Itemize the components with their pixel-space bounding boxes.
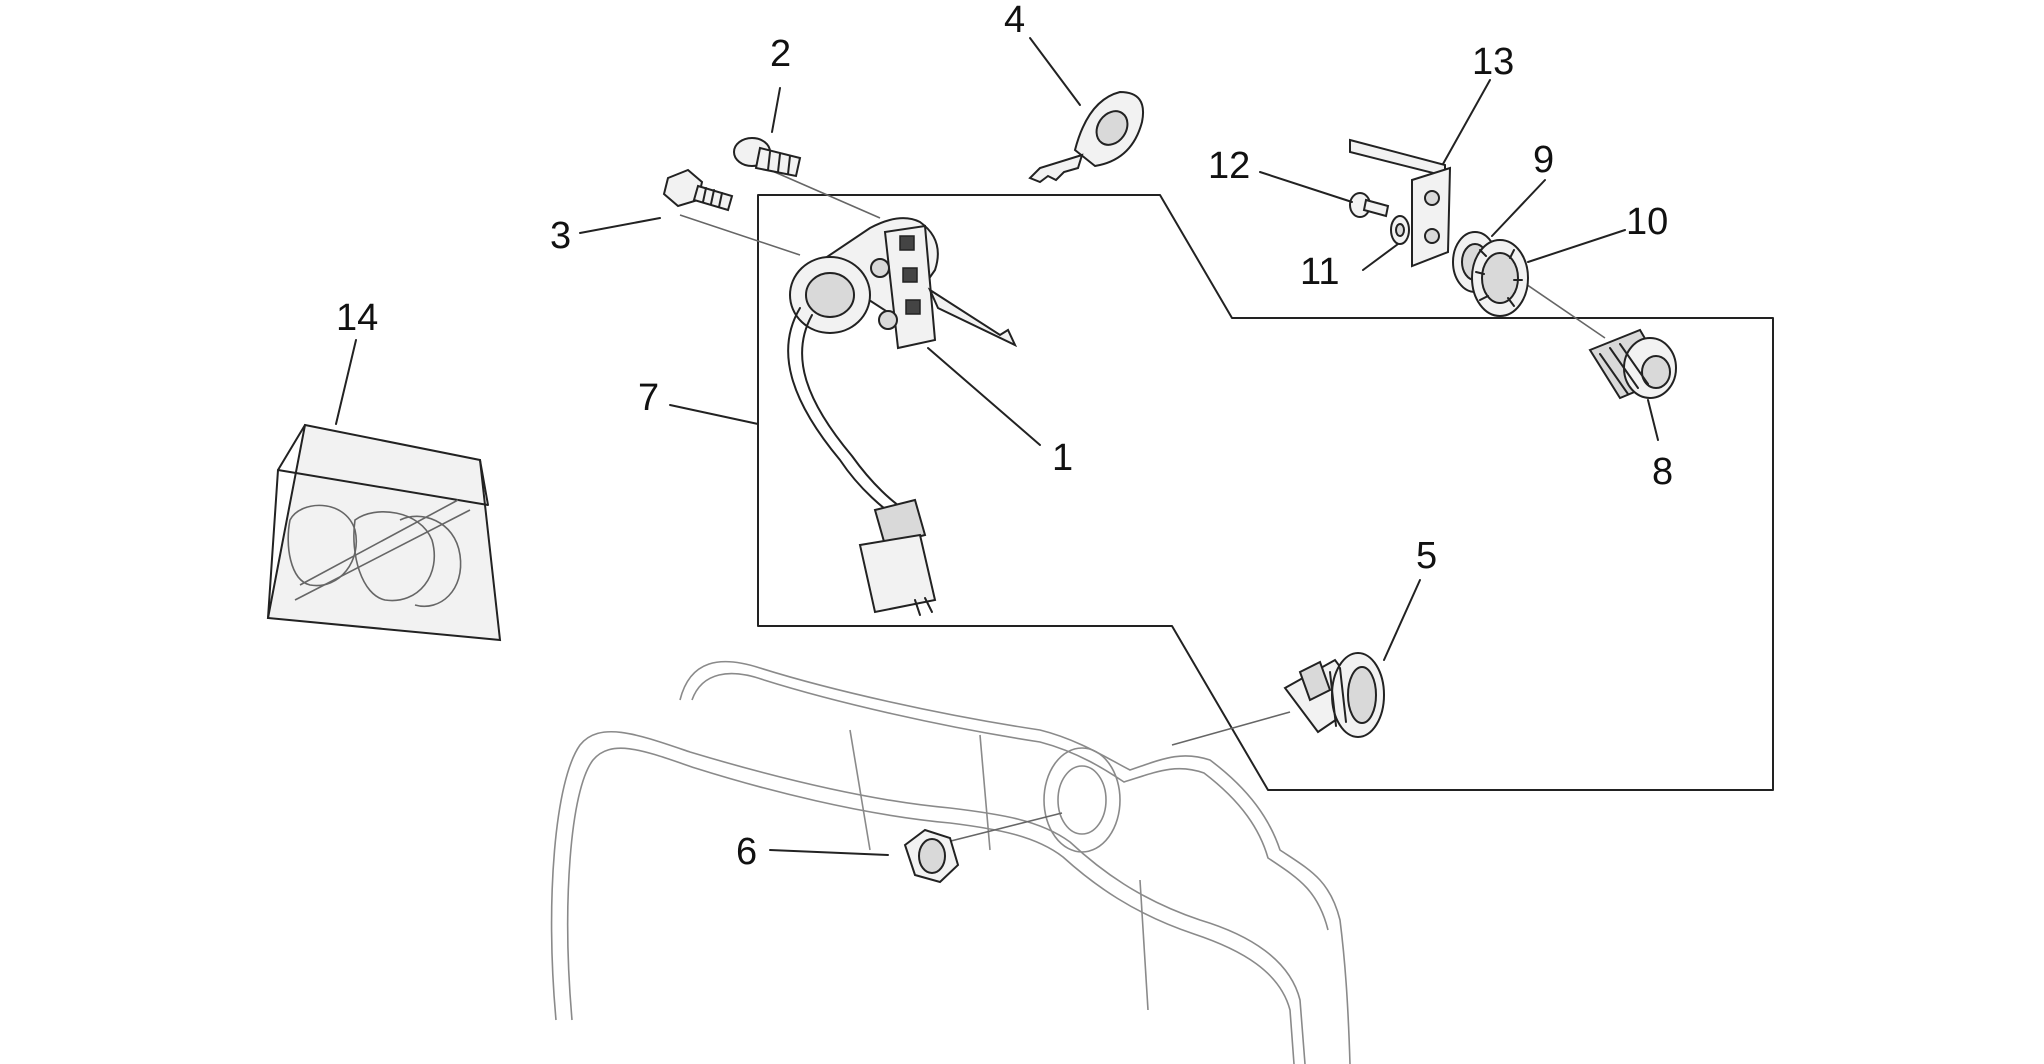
callout-4: 4 <box>1004 0 1025 41</box>
callout-8: 8 <box>1652 451 1673 493</box>
callout-11: 11 <box>1300 251 1339 293</box>
key-part-4 <box>1028 90 1144 184</box>
gasket-part-10 <box>1471 239 1529 317</box>
screw-part-2 <box>733 137 802 178</box>
parts-bag-part-14 <box>266 423 502 642</box>
callout-6: 6 <box>736 831 757 873</box>
callout-2: 2 <box>770 33 791 75</box>
callout-5: 5 <box>1416 535 1437 577</box>
kit-group-outline <box>757 194 1774 791</box>
callout-3: 3 <box>550 215 571 257</box>
callout-leaders <box>335 37 1659 856</box>
callout-12: 12 <box>1208 145 1250 187</box>
callout-14: 14 <box>336 297 378 339</box>
nut-part-6 <box>903 828 960 884</box>
body-panel <box>550 660 1351 1064</box>
bolt-part-3 <box>662 168 734 212</box>
screw-part-12 <box>1349 192 1390 218</box>
ignition-switch-part-1 <box>787 217 1018 616</box>
callout-10: 10 <box>1626 201 1668 243</box>
washer-part-11 <box>1390 215 1410 245</box>
lock-cylinder-part-8 <box>1588 328 1677 400</box>
bracket-part-13 <box>1349 138 1452 268</box>
callout-13: 13 <box>1472 41 1514 83</box>
callout-1: 1 <box>1052 437 1073 479</box>
lock-barrel-part-5 <box>1283 652 1385 738</box>
callout-9: 9 <box>1533 139 1554 181</box>
callout-7: 7 <box>638 377 659 419</box>
